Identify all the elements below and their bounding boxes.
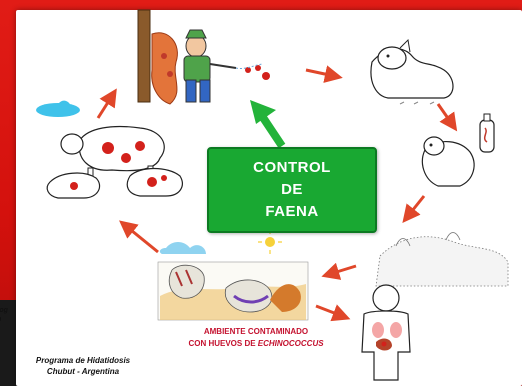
human-with-cysts-icon (361, 284, 411, 381)
partially-hidden-caption-line1: Prog (0, 307, 8, 314)
control-box-line1: CONTROL (253, 159, 331, 176)
control-box-line2: DE (281, 181, 303, 198)
program-credit-line2: Chubut - Argentina (46, 367, 120, 376)
environment-caption: AMBIENTE CONTAMINADO CON HUEVOS DE ECHIN… (158, 326, 354, 350)
arrow-infected-dog-to-ground (402, 195, 426, 224)
environment-caption-line2: CON HUEVOS DE ECHINOCOCCUS (158, 338, 354, 350)
control-box-line3: FAENA (265, 203, 319, 220)
arrow-slaughter-to-dog (305, 65, 343, 83)
livestock-icon (46, 125, 183, 199)
environment-caption-line1: AMBIENTE CONTAMINADO (203, 327, 309, 336)
arrow-environment-to-human (315, 304, 351, 322)
contaminated-environment-icon (157, 230, 309, 321)
program-credit: Programa de Hidatidosis Chubut - Argenti… (28, 355, 138, 377)
arrow-livestock-to-slaughter (96, 88, 117, 119)
contaminated-ground-icon (375, 232, 509, 287)
slaughter-scene-icon (36, 9, 270, 117)
arrow-environment-to-livestock (119, 220, 159, 254)
partially-hidden-caption: Prog Ch (0, 306, 16, 324)
cycle-arrows (96, 65, 458, 322)
arrow-ground-to-environment (321, 262, 357, 280)
environment-caption-prefix: CON HUEVOS DE (188, 339, 258, 348)
environment-caption-genus: ECHINOCOCCUS (257, 339, 324, 348)
control-arrow (250, 100, 286, 149)
arrow-dog-to-infected-dog (436, 103, 458, 132)
dog-icon (370, 38, 454, 105)
dog-with-parasite-icon (421, 113, 495, 187)
program-credit-line1: Programa de Hidatidosis (35, 356, 131, 365)
control-de-faena-box: CONTROL DE FAENA (207, 147, 377, 233)
partially-hidden-caption-line2: Ch (0, 315, 16, 324)
